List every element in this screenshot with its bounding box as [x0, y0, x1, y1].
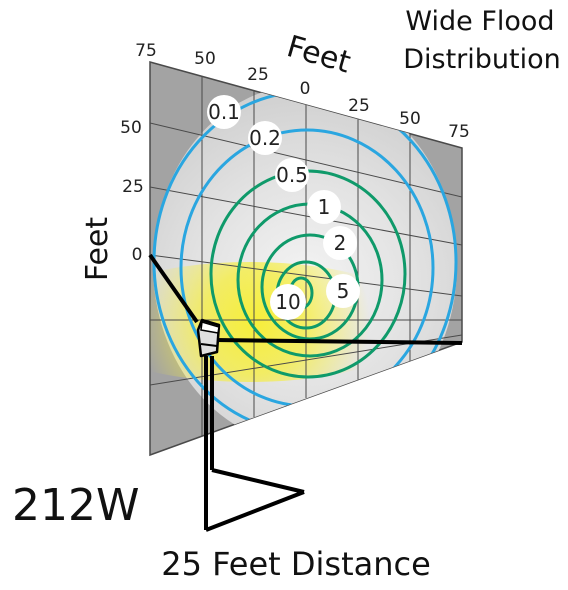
svg-text:10: 10 — [275, 290, 300, 314]
svg-text:0.5: 0.5 — [276, 163, 308, 187]
top-tick: 50 — [194, 49, 216, 69]
left-tick: 0 — [132, 245, 143, 265]
svg-text:1: 1 — [318, 195, 331, 219]
svg-text:0.1: 0.1 — [208, 100, 240, 124]
svg-text:5: 5 — [337, 279, 350, 303]
left-axis-ticks: 50 25 0 — [120, 118, 144, 265]
top-tick: 25 — [247, 65, 269, 85]
left-tick: 25 — [122, 177, 144, 197]
top-tick: 75 — [135, 41, 157, 61]
left-axis-title: Feet — [80, 217, 115, 282]
contour-label-2: 2 — [323, 226, 357, 260]
light-fixture-icon — [196, 318, 221, 358]
contour-label-0.1: 0.1 — [207, 95, 241, 129]
top-tick: 50 — [399, 109, 421, 129]
footcandles-label: Footcandles — [256, 433, 418, 464]
top-tick: 75 — [448, 122, 470, 142]
contour-label-0.2: 0.2 — [248, 121, 282, 155]
top-tick: 0 — [300, 79, 311, 99]
top-tick: 25 — [348, 96, 370, 116]
top-axis-ticks: 75 50 25 0 25 50 75 — [135, 41, 470, 142]
title-line-1: Wide Flood — [405, 6, 554, 37]
contour-label-1: 1 — [307, 190, 341, 224]
title-line-2: Distribution — [403, 44, 561, 75]
distance-label: 25 Feet Distance — [161, 545, 431, 583]
svg-text:2: 2 — [334, 231, 347, 255]
svg-text:0.2: 0.2 — [249, 126, 281, 150]
contour-label-5: 5 — [326, 274, 360, 308]
fixture-lines — [148, 253, 463, 532]
model-label: 212W — [12, 480, 140, 531]
left-tick: 50 — [120, 118, 142, 138]
contour-labels: 0.1 0.2 0.5 1 2 5 10 — [207, 95, 360, 320]
top-axis-title: Feet — [283, 29, 355, 80]
contour-label-0.5: 0.5 — [275, 158, 309, 192]
contour-label-10: 10 — [270, 284, 306, 320]
